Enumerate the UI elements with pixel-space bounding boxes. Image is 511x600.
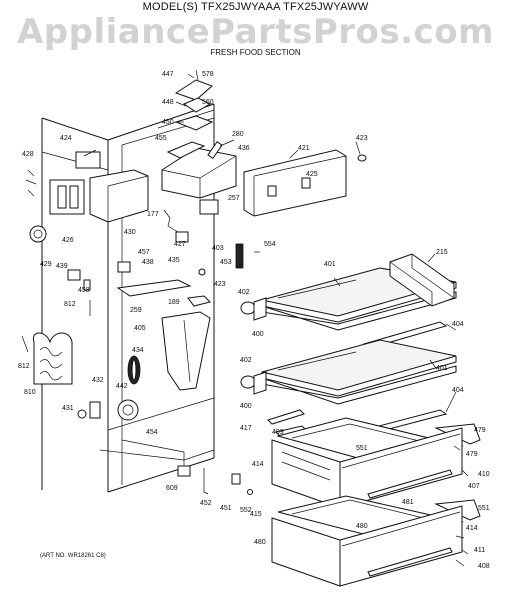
air-duct: [116, 279, 211, 391]
part-label-432: 432: [92, 377, 104, 384]
part-label-448: 448: [162, 99, 174, 106]
left-controls: [25, 151, 149, 223]
part-label-609: 609: [166, 485, 178, 492]
bottom-brackets: [177, 465, 253, 495]
heater-parts: [21, 300, 141, 421]
part-label-455: 455: [155, 135, 167, 142]
part-label-409: 409: [272, 429, 284, 436]
leader-lines: [83, 73, 469, 567]
part-label-189: 189: [168, 299, 180, 306]
part-label-434: 434: [132, 347, 144, 354]
part-label-551: 551: [478, 505, 490, 512]
part-label-453: 453: [220, 259, 232, 266]
part-label-401: 401: [436, 365, 448, 372]
part-label-400: 400: [240, 403, 252, 410]
part-label-259: 259: [130, 307, 142, 314]
part-label-280: 280: [232, 131, 244, 138]
part-label-414: 414: [466, 525, 478, 532]
part-label-401: 401: [324, 261, 336, 268]
part-label-442: 442: [116, 383, 128, 390]
part-label-436: 436: [238, 145, 250, 152]
part-label-430: 430: [124, 229, 136, 236]
upper-crisper-drawer: [271, 427, 463, 509]
part-label-404: 404: [452, 387, 464, 394]
part-label-402: 402: [240, 357, 252, 364]
thermostat-parts: [163, 199, 219, 243]
light-shield: [243, 149, 367, 217]
part-label-451: 451: [220, 505, 232, 512]
part-label-479: 479: [466, 451, 478, 458]
part-label-480: 480: [356, 523, 368, 530]
part-label-560: 560: [202, 99, 214, 106]
part-number-labels: 578 447 560 448 450 280 455 436 423 424 428 421 425 2…: [18, 71, 490, 570]
art-number: (ART NO. WR18261 C8): [40, 553, 106, 559]
part-label-554: 554: [264, 241, 276, 248]
part-label-415: 415: [250, 511, 262, 518]
part-label-481: 481: [402, 499, 414, 506]
dial-control: [29, 225, 47, 243]
part-label-447: 447: [162, 71, 174, 78]
part-label-439: 439: [56, 263, 68, 270]
part-label-429: 429: [40, 261, 52, 268]
part-label-257: 257: [228, 195, 240, 202]
part-label-438: 438: [142, 259, 154, 266]
part-label-454: 454: [146, 429, 158, 436]
part-label-407: 407: [468, 483, 480, 490]
part-label-411: 411: [474, 547, 485, 554]
part-label-414: 414: [252, 461, 264, 468]
part-label-425: 425: [306, 171, 318, 178]
part-label-551: 551: [356, 445, 368, 452]
part-label-457: 457: [138, 249, 150, 256]
part-label-408: 408: [478, 563, 490, 570]
part-label-417: 417: [240, 425, 252, 432]
part-label-552: 552: [240, 507, 252, 514]
part-label-404: 404: [452, 321, 464, 328]
watermark: AppliancePartsPros.com: [16, 12, 494, 52]
part-label-177: 177: [147, 211, 159, 218]
part-label-424: 424: [60, 135, 72, 142]
part-label-402: 402: [238, 289, 250, 296]
shelf-supports: [267, 409, 307, 437]
part-label-578: 578: [202, 71, 214, 78]
small-clips: [67, 243, 260, 291]
part-label-215: 215: [436, 249, 448, 256]
part-label-423: 423: [356, 135, 368, 142]
part-label-410: 410: [478, 471, 490, 478]
lower-crisper-drawer: [271, 505, 463, 587]
part-label-427: 427: [174, 241, 186, 248]
part-label-479: 479: [474, 427, 486, 434]
part-label-810: 810: [24, 389, 36, 396]
part-label-435: 435: [168, 257, 180, 264]
part-label-458: 458: [78, 287, 90, 294]
part-label-428: 428: [22, 151, 34, 158]
part-label-403: 403: [212, 245, 224, 252]
part-label-423: 423: [214, 281, 226, 288]
model-title: MODEL(S) TFX25JWYAAA TFX25JWYAWW: [142, 1, 369, 13]
part-label-426: 426: [62, 237, 74, 244]
control-housing: [161, 141, 237, 199]
part-label-452: 452: [200, 500, 212, 507]
part-label-812: 812: [18, 363, 30, 370]
part-label-812: 812: [64, 301, 76, 308]
part-label-421: 421: [298, 145, 310, 152]
part-label-400: 400: [252, 331, 264, 338]
part-label-450: 450: [162, 119, 174, 126]
part-label-480: 480: [254, 539, 266, 546]
part-label-431: 431: [62, 405, 74, 412]
part-label-405: 405: [134, 325, 146, 332]
section-title: FRESH FOOD SECTION: [210, 48, 301, 57]
dairy-bin: [389, 253, 455, 307]
top-cover-assembly: [174, 69, 214, 131]
